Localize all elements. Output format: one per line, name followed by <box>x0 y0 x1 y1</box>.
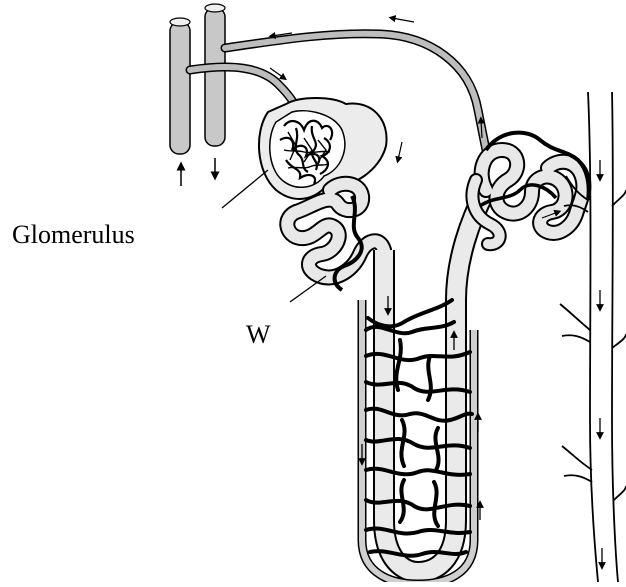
renal-vessel-right <box>205 8 225 146</box>
collecting-duct-arrows <box>600 160 602 566</box>
glomerulus-label: Glomerulus <box>12 222 135 248</box>
renal-vessel-left <box>170 22 190 154</box>
w-leader-line <box>290 276 326 302</box>
w-label: W <box>246 322 271 348</box>
renal-vessels <box>170 4 225 186</box>
distal-convoluted-tubule <box>472 150 583 244</box>
bowmans-capsule <box>259 98 387 199</box>
glomerulus-leader-line <box>222 170 268 208</box>
